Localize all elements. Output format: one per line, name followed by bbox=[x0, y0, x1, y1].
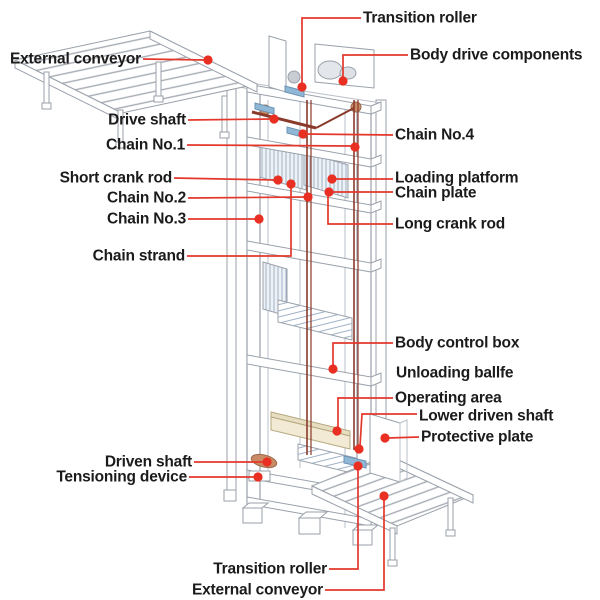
leader-transition-roller-top bbox=[301, 17, 361, 85]
leader-protective-plate bbox=[387, 436, 420, 439]
label-transition-roller-top: Transition roller bbox=[363, 9, 477, 27]
label-body-drive-components: Body drive components bbox=[410, 46, 583, 64]
tower-frame bbox=[223, 75, 389, 546]
label-driven-shaft: Driven shaft bbox=[104, 453, 192, 471]
protective-plate-shape bbox=[369, 413, 401, 483]
marker-loading-platform bbox=[327, 174, 337, 184]
marker-operating-area bbox=[332, 426, 342, 436]
leader-drive-shaft bbox=[187, 118, 273, 121]
leader-chain-no4 bbox=[304, 133, 394, 136]
leader-transition-roller-bottom bbox=[329, 469, 359, 570]
chains bbox=[251, 100, 359, 455]
label-tensioning-device: Tensioning device bbox=[56, 468, 187, 486]
label-short-crank-rod: Short crank rod bbox=[59, 169, 173, 187]
marker-chain-plate-and-long-crank-rod bbox=[324, 187, 334, 197]
label-drive-shaft: Drive shaft bbox=[108, 111, 186, 129]
marker-short-crank-rod bbox=[273, 175, 283, 185]
label-chain-no4: Chain No.4 bbox=[395, 126, 474, 144]
loading-platform-shape bbox=[277, 299, 353, 341]
label-protective-plate: Protective plate bbox=[421, 428, 534, 446]
leader-body-drive-components bbox=[342, 54, 408, 79]
label-unloading-baffle: Unloading ballfe bbox=[396, 364, 514, 382]
marker-drive-shaft bbox=[269, 114, 279, 124]
label-body-control-box: Body control box bbox=[395, 334, 520, 352]
lower-platform-shapes bbox=[270, 411, 361, 476]
marker-chain-no3 bbox=[254, 214, 264, 224]
motor-body bbox=[317, 60, 343, 80]
leader-body-control-box bbox=[332, 342, 393, 366]
lower-external-conveyor bbox=[310, 454, 475, 567]
leader-short-crank-rod bbox=[173, 177, 277, 181]
label-long-crank-rod: Long crank rod bbox=[395, 215, 506, 233]
marker-protective-plate bbox=[380, 433, 390, 443]
label-chain-no3: Chain No.3 bbox=[107, 210, 186, 228]
marker-tensioning-device bbox=[253, 472, 263, 482]
marker-chain-strand bbox=[286, 179, 296, 189]
leader-external-conveyor-top bbox=[142, 58, 207, 61]
leader-lower-driven-shaft bbox=[359, 413, 417, 447]
marker-dots bbox=[203, 55, 390, 501]
marker-body-control-box bbox=[328, 364, 338, 374]
leader-external-conveyor-bottom bbox=[325, 499, 385, 591]
marker-body-drive-components bbox=[338, 76, 348, 86]
marker-transition-roller-top bbox=[297, 82, 307, 92]
marker-chain-no1 bbox=[350, 142, 360, 152]
leader-chain-no2 bbox=[187, 196, 307, 199]
marker-transition-roller-bottom bbox=[353, 461, 363, 471]
leader-long-crank-rod bbox=[327, 195, 393, 225]
label-loading-platform: Loading platform bbox=[395, 169, 519, 187]
marker-chain-no2 bbox=[303, 192, 313, 202]
upper-external-conveyor bbox=[13, 30, 259, 149]
marker-driven-shaft bbox=[262, 457, 272, 467]
marker-external-conveyor-bottom bbox=[379, 491, 389, 501]
label-chain-strand: Chain strand bbox=[92, 247, 186, 265]
leader-chain-no1 bbox=[186, 144, 354, 147]
label-chain-plate: Chain plate bbox=[395, 184, 477, 202]
label-lower-driven-shaft: Lower driven shaft bbox=[419, 407, 554, 425]
label-chain-no2: Chain No.2 bbox=[107, 189, 186, 207]
label-operating-area: Operating area bbox=[395, 389, 502, 407]
label-external-conveyor-bottom: External conveyor bbox=[192, 581, 323, 599]
head-sprocket bbox=[350, 101, 362, 113]
label-chain-no1: Chain No.1 bbox=[106, 136, 185, 154]
leader-operating-area bbox=[337, 397, 393, 428]
head-panel-narrow bbox=[268, 35, 287, 93]
marker-external-conveyor-top bbox=[203, 55, 213, 65]
label-transition-roller-bottom: Transition roller bbox=[213, 560, 327, 578]
protective-plate-edge bbox=[399, 419, 408, 483]
leader-chain-strand bbox=[187, 186, 292, 257]
marker-lower-driven-shaft bbox=[354, 444, 364, 454]
label-external-conveyor-top: External conveyor bbox=[10, 50, 141, 68]
upper-cage-panels bbox=[255, 141, 349, 317]
marker-chain-no4 bbox=[298, 129, 308, 139]
leader-lines bbox=[142, 17, 420, 591]
drive-shaft-shape bbox=[251, 110, 317, 130]
